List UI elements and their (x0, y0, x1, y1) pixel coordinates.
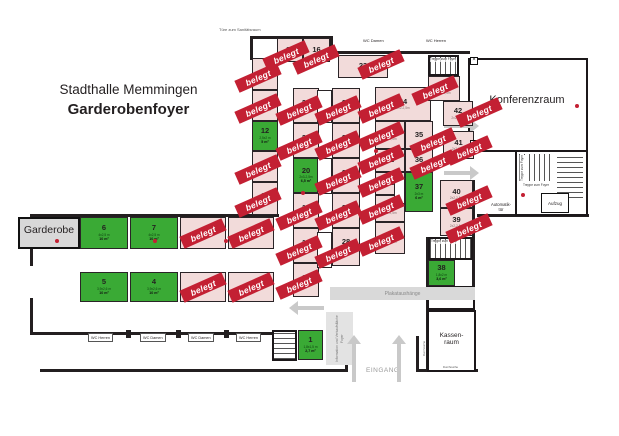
wall (250, 36, 332, 39)
wc-damen-label: WC Damen (140, 333, 166, 342)
marker-dot (575, 104, 579, 108)
treppe-label: Treppe zum Foyer (523, 183, 549, 187)
booth-area: 5 m² (261, 139, 269, 144)
kassenraum-label: Kassen- raum (439, 332, 464, 347)
booth-number: 35 (414, 129, 424, 139)
marker-dot (521, 193, 525, 197)
arrow-up-icon (347, 335, 361, 382)
title-line1: Stadthalle Memmingen (59, 82, 198, 97)
booth-number: 16 (312, 44, 321, 54)
booth-size: 2x3 m (414, 191, 424, 196)
booth-area: 10 m² (99, 236, 109, 241)
wall (40, 369, 348, 372)
booth-size: 4x2,5 m (98, 232, 110, 237)
durchreiche-label: Durchreiche (442, 365, 460, 370)
kassenraum-room: Kassen- raum Durchreiche Durchreiche (422, 310, 476, 372)
arrow-right-icon (444, 166, 479, 180)
stair-room-right: Treppe zum Foyer Treppe zum Foyer Aufzug (515, 150, 588, 216)
treppe-label: Treppe zum Foyer (520, 155, 526, 181)
stairs-entrance (272, 330, 297, 361)
wc-herren-label: WC Herren (236, 333, 261, 342)
door-marker-icon: × (470, 57, 478, 65)
title-line2: Garderobenfoyer (67, 100, 190, 118)
booth-area: 10 m² (149, 290, 159, 295)
booth-number: 40 (452, 186, 461, 196)
booth-size: 4x2,5 m (148, 232, 160, 237)
booth-area: 10 m² (149, 236, 158, 241)
booth-number: 20 (301, 165, 311, 175)
eingang-label: EINGANG (366, 367, 400, 374)
arrow-right-icon (444, 119, 479, 133)
booth-number: 39 (452, 214, 461, 224)
wc-herren-label: WC Herren (88, 333, 113, 342)
arrow-up-icon (392, 335, 406, 382)
automatiktuer-label: Automatik- tür (490, 202, 511, 212)
marker-dot (224, 239, 228, 243)
marker-dot (374, 149, 378, 153)
plakataushaenge-band: Plakataushänge (330, 287, 475, 300)
booth-number: 36 (414, 155, 424, 165)
booth-number: 41 (454, 137, 463, 147)
wall (416, 336, 419, 370)
marker-dot (55, 239, 59, 243)
booth-number: 37 (414, 182, 424, 192)
wall (30, 214, 279, 217)
booth-area: 3,6 m² (436, 276, 447, 281)
booth-number: 6 (101, 223, 107, 233)
booth-area: 6 m² (415, 195, 423, 200)
wc-damen-label: WC Damen (188, 333, 214, 342)
garderobe-room: Garderobe (18, 217, 80, 249)
booth-area: 10 m² (99, 290, 109, 295)
aufzug-room: Aufzug (541, 193, 569, 213)
booth-number: 4 (151, 277, 157, 287)
booth-number: 12 (260, 126, 270, 136)
wall (30, 298, 33, 334)
wc-damen-label: WC Damen (363, 38, 384, 43)
marker-dot (153, 239, 157, 243)
wall (472, 180, 475, 371)
plakataushaenge-label: Plakataushänge (384, 290, 421, 297)
stairs-icon (557, 154, 583, 198)
booth-size: 2,5x2 m (259, 135, 271, 140)
page-title: Stadthalle Memmingen Garderobenfoyer (36, 82, 221, 118)
booth-number: 7 (151, 223, 157, 233)
arrow-left-icon (289, 301, 324, 315)
wall (250, 36, 253, 60)
treppe-label: Treppe zum Foyer (430, 57, 456, 62)
booth-size: 3,9x2,6 m (97, 286, 111, 291)
booth-number: 42 (453, 106, 463, 116)
booth-number: 38 (437, 263, 446, 273)
booth-number: 1 (308, 335, 313, 345)
booth-area: 6,5 m² (300, 179, 312, 184)
marker-dot (301, 191, 305, 195)
garderobe-label: Garderobe (23, 224, 75, 236)
door-post (224, 330, 229, 338)
tuere-sanitaetsraum-label: Türe zum Sanitätsraum (219, 27, 261, 32)
door-post (126, 330, 131, 338)
marker-dot (374, 104, 378, 108)
treppe-label: Treppe zum Foyer (431, 239, 457, 244)
booth-number: 5 (101, 277, 107, 287)
konferenzraum-label: Konferenzraum (489, 94, 565, 106)
booth-area: 2,7 m² (305, 348, 316, 353)
booth-size: 2x2-2,5m (396, 106, 410, 111)
aufzug-label: Aufzug (547, 200, 562, 206)
durchreiche-label: Durchreiche (422, 340, 426, 356)
wc-herren-label: WC Herren (426, 38, 447, 43)
booth-size: 2x3-2,5m (299, 175, 313, 180)
booth-size: 1,8x2 m (435, 272, 448, 277)
booth-size: 3,9x2,6 m (147, 286, 161, 291)
door-post (176, 330, 181, 338)
booth-size: 1,8x1,5 m (303, 344, 318, 349)
info-label: Information und Verkaufsfläche Foyer (334, 315, 344, 362)
